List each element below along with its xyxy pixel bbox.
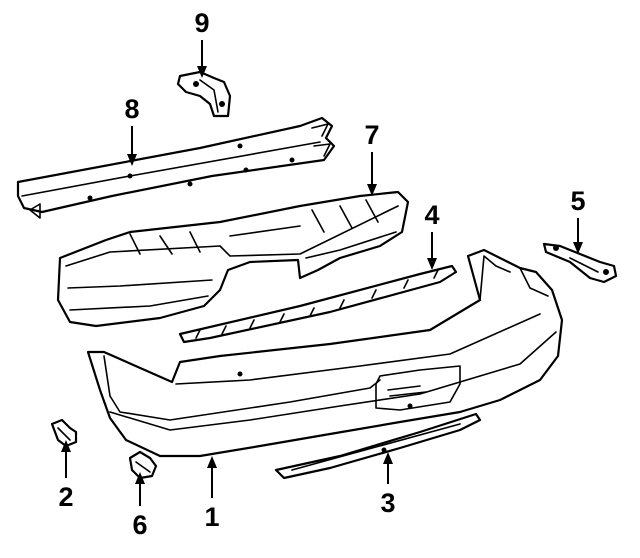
callout-8: 8 bbox=[124, 94, 139, 124]
callout-labels: 9 8 7 4 5 1 2 3 6 bbox=[58, 8, 585, 540]
callout-3: 3 bbox=[380, 488, 395, 518]
arrow-6 bbox=[135, 472, 145, 484]
callout-2: 2 bbox=[58, 482, 73, 512]
arrow-4 bbox=[427, 258, 437, 270]
leader-lines bbox=[61, 40, 583, 506]
callout-9: 9 bbox=[194, 8, 209, 38]
part-4-retainer bbox=[178, 264, 458, 344]
part-9-bracket bbox=[176, 70, 232, 118]
part-8-reinforcement bbox=[16, 116, 336, 219]
part-2-clip bbox=[50, 418, 78, 448]
part-7-absorber bbox=[56, 190, 410, 328]
arrow-7 bbox=[367, 184, 377, 196]
arrow-9 bbox=[197, 66, 207, 78]
part-5-side-bracket bbox=[542, 242, 618, 284]
arrow-1 bbox=[207, 456, 217, 468]
callout-4: 4 bbox=[424, 200, 439, 230]
callout-6: 6 bbox=[132, 510, 147, 540]
arrow-8 bbox=[127, 154, 137, 166]
arrow-3 bbox=[383, 452, 393, 464]
part-3-deflector bbox=[274, 412, 482, 480]
arrow-5 bbox=[573, 242, 583, 254]
callout-5: 5 bbox=[570, 186, 585, 216]
part-1-bumper-cover bbox=[86, 248, 564, 458]
callout-7: 7 bbox=[364, 120, 379, 150]
part-6-clip bbox=[128, 450, 158, 480]
arrow-2 bbox=[61, 440, 71, 452]
callout-1: 1 bbox=[204, 502, 219, 532]
